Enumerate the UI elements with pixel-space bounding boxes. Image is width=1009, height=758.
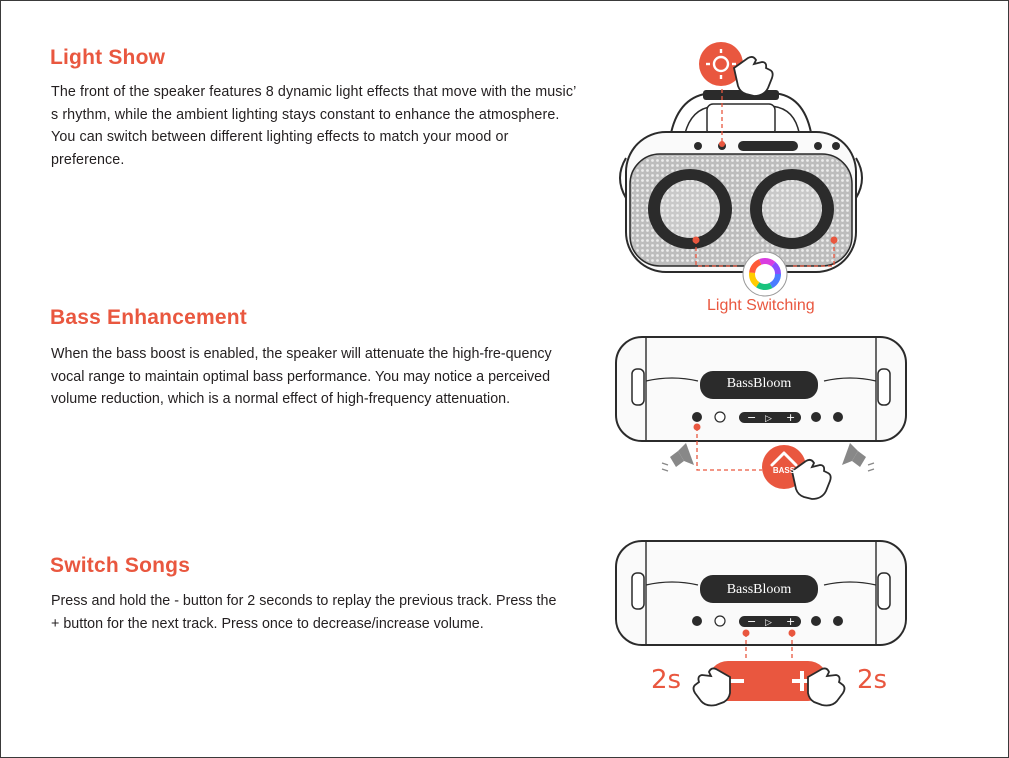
svg-text:▷: ▷ — [765, 618, 772, 628]
svg-text:+: + — [786, 411, 795, 424]
svg-text:+: + — [786, 615, 795, 628]
svg-text:▷: ▷ — [765, 414, 772, 424]
light-show-heading: Light Show — [50, 46, 166, 69]
tap-hand-icon — [692, 667, 731, 707]
bass-enhancement-description: When the bass boost is enabled, the spea… — [51, 346, 552, 407]
bass-button-label: BASS — [772, 466, 796, 475]
brand-label: BassBloom — [726, 376, 792, 391]
speaker-vibrate-icon — [842, 443, 875, 472]
svg-text:−: − — [747, 411, 756, 424]
hold-duration-right: 2s — [857, 665, 888, 695]
rgb-ring-icon — [742, 251, 788, 297]
light-mode-icon — [706, 49, 736, 79]
brand-label: BassBloom — [726, 582, 792, 597]
bass-enhancement-heading: Bass Enhancement — [50, 306, 247, 329]
light-show-description: The front of the speaker features 8 dyna… — [51, 84, 576, 168]
speaker-top-illustration-songs: − ▷ + — [615, 540, 907, 707]
speaker-vibrate-icon — [661, 443, 694, 472]
hold-duration-left: 2s — [651, 665, 682, 695]
switch-songs-heading: Switch Songs — [50, 554, 191, 577]
light-switching-caption: Light Switching — [707, 297, 815, 314]
speaker-top-illustration-bass: − ▷ + — [615, 336, 907, 500]
tap-hand-icon — [732, 55, 774, 97]
switch-songs-description: Press and hold the - button for 2 second… — [51, 593, 557, 632]
svg-text:−: − — [747, 615, 756, 628]
tap-hand-icon — [807, 667, 846, 707]
speaker-front-illustration — [619, 42, 863, 297]
tap-hand-icon — [790, 458, 832, 500]
